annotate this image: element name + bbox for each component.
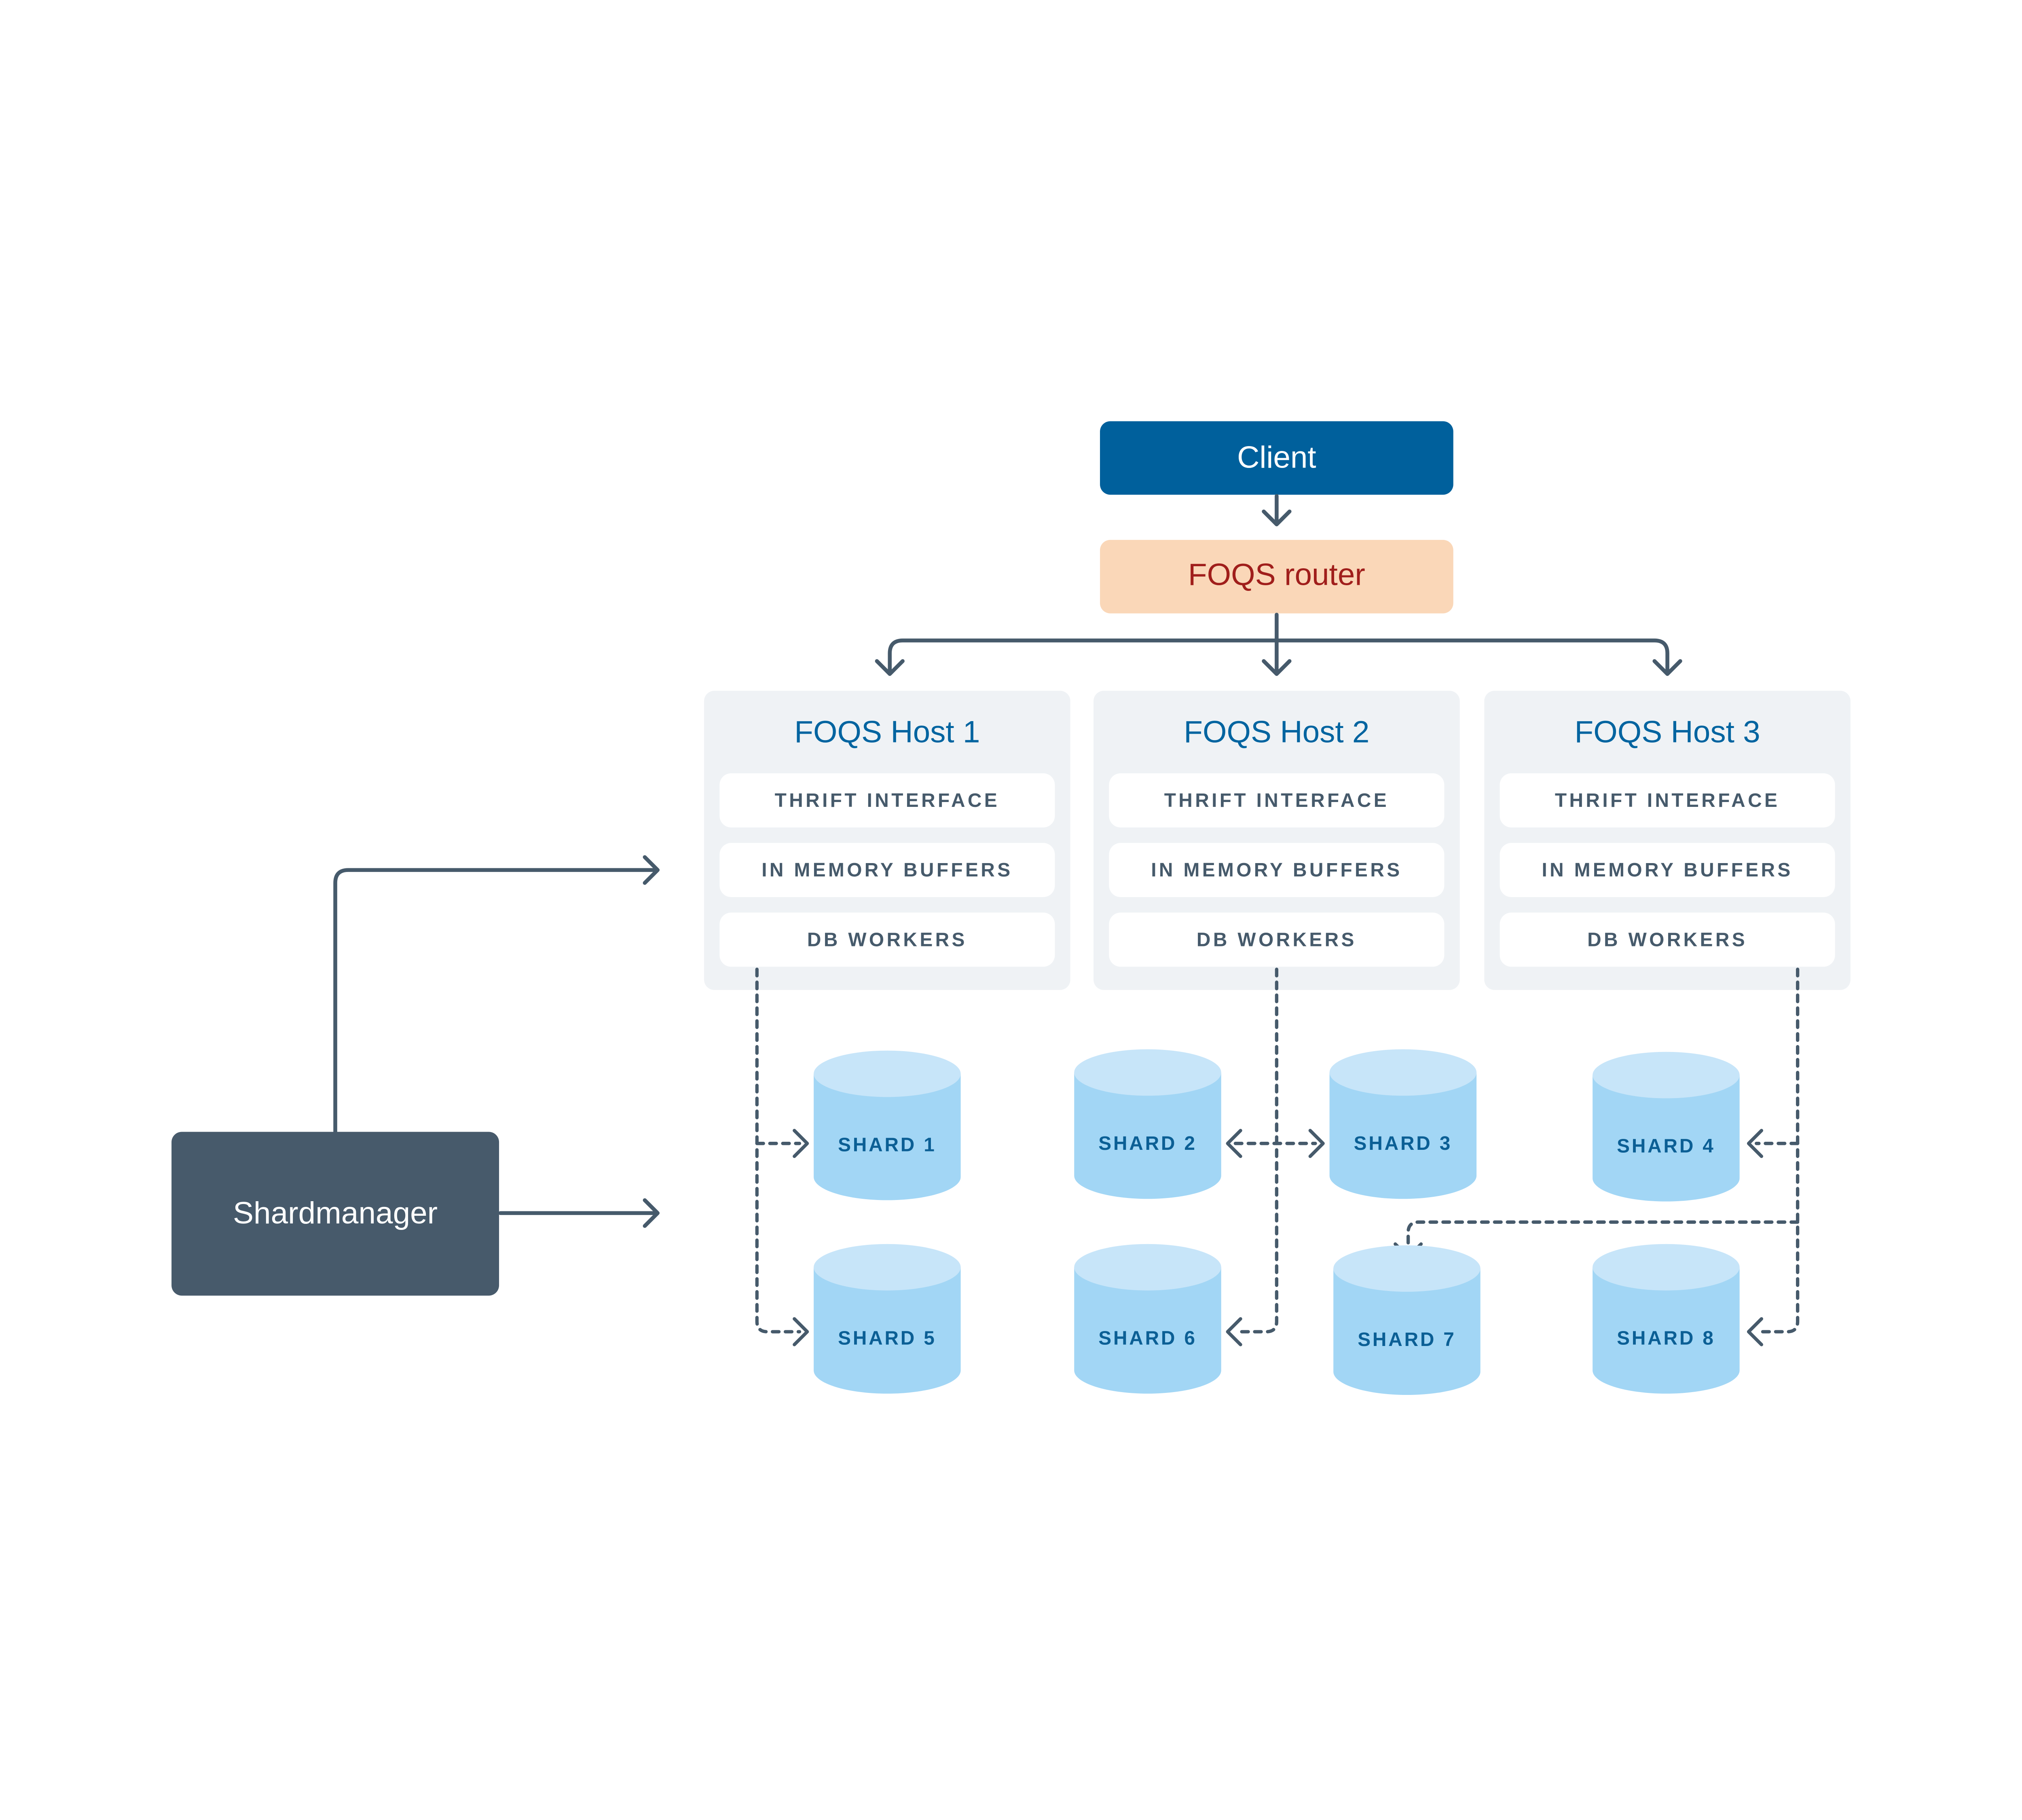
- shard-3: SHARD 3: [1329, 1049, 1477, 1199]
- host-layer-box: [1109, 912, 1445, 967]
- host-layer-label: DB WORKERS: [1197, 929, 1357, 950]
- shard-cylinder-top: [814, 1050, 961, 1097]
- foqs-host-2: FOQS Host 2 THRIFT INTERFACE IN MEMORY BUF…: [1093, 690, 1460, 990]
- shard-cylinder-body: [1074, 1267, 1221, 1394]
- shard-label: SHARD 2: [1098, 1133, 1197, 1154]
- host-layer-label: THRIFT INTERFACE: [1164, 790, 1389, 811]
- shard-cylinder-top: [1329, 1049, 1477, 1096]
- host-title: FOQS Host 1: [794, 715, 980, 749]
- host-layer-box: [1500, 843, 1835, 897]
- hosts-group: FOQS Host 1 THRIFT INTERFACE IN MEMORY BUF…: [704, 690, 1851, 990]
- host-layer-label: DB WORKERS: [1587, 929, 1747, 950]
- shardmanager-label: Shardmanager: [233, 1196, 438, 1230]
- host-layer-box: [719, 773, 1055, 827]
- shard-cylinder-body: [814, 1073, 961, 1200]
- host-title: FOQS Host 3: [1574, 715, 1760, 749]
- host-layer-label: IN MEMORY BUFFERS: [1542, 859, 1793, 881]
- host-layer-label: THRIFT INTERFACE: [775, 790, 1000, 811]
- shard-2: SHARD 2: [1074, 1049, 1221, 1199]
- host-layer-box: [719, 843, 1055, 897]
- shard-label: SHARD 8: [1617, 1328, 1715, 1349]
- shard-cylinder-body: [1593, 1267, 1740, 1394]
- router-label: FOQS router: [1188, 557, 1365, 592]
- shard-cylinder-body: [1333, 1268, 1481, 1395]
- shard-6: SHARD 6: [1074, 1244, 1221, 1394]
- host-title: FOQS Host 2: [1184, 715, 1369, 749]
- shard-label: SHARD 7: [1358, 1329, 1456, 1350]
- shard-cylinder-body: [1593, 1075, 1740, 1202]
- shard-1: SHARD 1: [814, 1050, 961, 1200]
- shard-connectors: [755, 967, 1800, 1346]
- shard-cylinder-top: [1593, 1244, 1740, 1291]
- host-layer-box: [719, 912, 1055, 967]
- host-layer-box: [1109, 843, 1445, 897]
- host-layer-box: [1500, 912, 1835, 967]
- client-node: Client: [1100, 421, 1453, 495]
- foqs-host-3: FOQS Host 3 THRIFT INTERFACE IN MEMORY BUF…: [1484, 690, 1851, 990]
- shard-label: SHARD 5: [838, 1328, 936, 1349]
- router-node: FOQS router: [1100, 540, 1453, 614]
- shard-label: SHARD 6: [1098, 1328, 1197, 1349]
- router-to-hosts-arrows: [875, 612, 1682, 676]
- shard-cylinder-body: [1329, 1072, 1477, 1199]
- host-layer-label: DB WORKERS: [807, 929, 967, 950]
- host-layer-label: THRIFT INTERFACE: [1555, 790, 1780, 811]
- client-to-router-arrow: [1262, 494, 1292, 527]
- shard-4: SHARD 4: [1593, 1052, 1740, 1202]
- shard-label: SHARD 4: [1617, 1135, 1715, 1157]
- host-layer-box: [1109, 773, 1445, 827]
- shard-label: SHARD 3: [1354, 1133, 1452, 1154]
- shard-7: SHARD 7: [1333, 1245, 1481, 1395]
- host-layer-box: [1500, 773, 1835, 827]
- shard-cylinder-top: [1074, 1244, 1221, 1291]
- shard-cylinder-top: [814, 1244, 961, 1291]
- shard-5: SHARD 5: [814, 1244, 961, 1394]
- shard-cylinder-body: [1074, 1072, 1221, 1199]
- shard-cylinder-top: [1074, 1049, 1221, 1096]
- client-label: Client: [1237, 440, 1316, 474]
- shards-group: SHARD 1 SHARD 2 SHARD 3 SHARD 4 SHARD 5 SHARD…: [814, 1049, 1740, 1395]
- shard-cylinder-top: [1593, 1052, 1740, 1098]
- shardmanager-to-shards-arrow: [498, 1198, 660, 1228]
- shardmanager-node: Shardmanager: [171, 1132, 499, 1296]
- shard-cylinder-top: [1333, 1245, 1481, 1292]
- host-layer-label: IN MEMORY BUFFERS: [761, 859, 1013, 881]
- foqs-host-1: FOQS Host 1 THRIFT INTERFACE IN MEMORY BUF…: [704, 690, 1070, 990]
- shardmanager-to-hosts-arrow: [333, 855, 660, 1134]
- shard-label: SHARD 1: [838, 1134, 936, 1155]
- shard-8: SHARD 8: [1593, 1244, 1740, 1394]
- host-layer-label: IN MEMORY BUFFERS: [1151, 859, 1402, 881]
- shard-cylinder-body: [814, 1267, 961, 1394]
